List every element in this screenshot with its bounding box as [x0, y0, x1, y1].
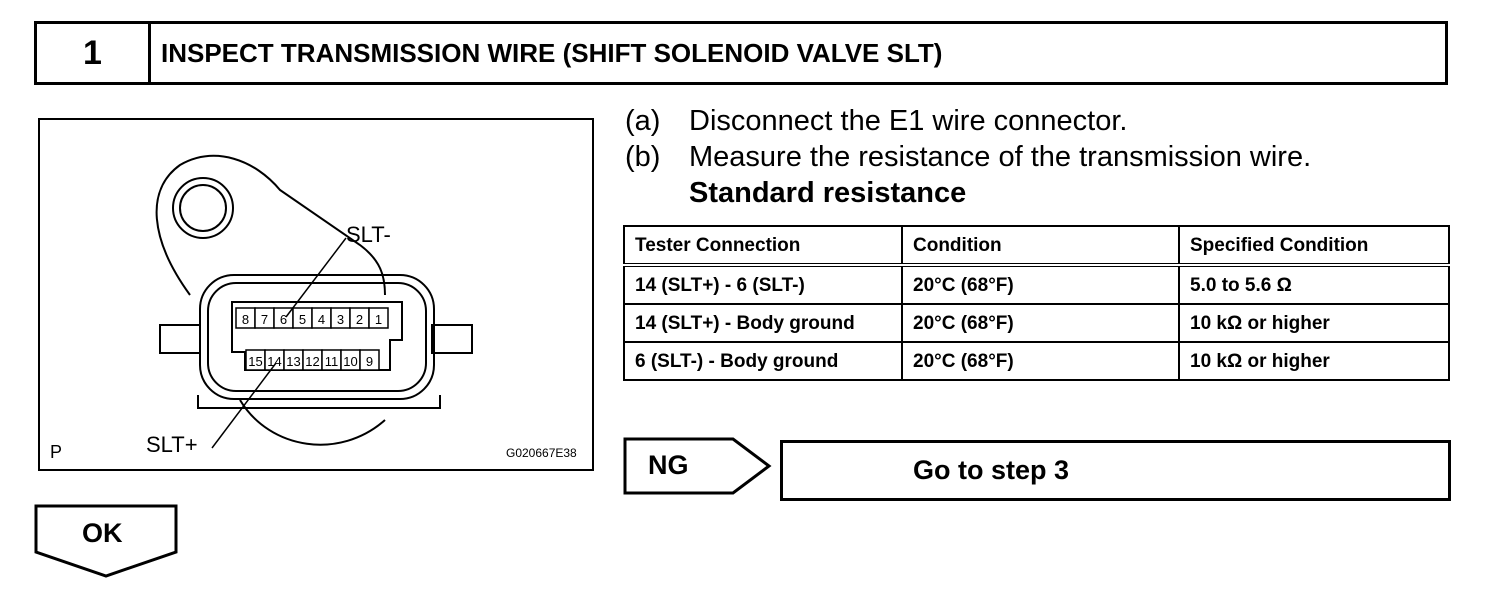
table-cell: 20°C (68°F): [901, 341, 1180, 381]
table-header: Tester Connection: [623, 225, 903, 267]
table-header: Specified Condition: [1178, 225, 1450, 267]
standard-resistance-label: Standard resistance: [689, 177, 967, 209]
ng-arrow-shape: [623, 437, 772, 495]
table-cell: 10 kΩ or higher: [1178, 341, 1450, 381]
slt-minus-leader: [285, 237, 347, 318]
pin-number: 12: [305, 354, 319, 369]
table-header-row: Tester Connection Condition Specified Co…: [623, 225, 1450, 267]
ok-label: OK: [82, 518, 123, 548]
pin-number: 6: [280, 312, 287, 327]
instruction-b: (b) Measure the resistance of the transm…: [625, 139, 1445, 175]
step-number: 1: [37, 24, 151, 82]
table-row: 6 (SLT-) - Body ground 20°C (68°F) 10 kΩ…: [623, 341, 1450, 381]
instruction-a-letter: (a): [625, 105, 661, 137]
table-header: Condition: [901, 225, 1180, 267]
goto-step-text: Go to step 3: [913, 455, 1070, 485]
bottom-row-pins: 15 14 13 12 11 10 9: [245, 349, 380, 371]
table-row: 14 (SLT+) - Body ground 20°C (68°F) 10 k…: [623, 303, 1450, 343]
goto-step-box: Go to step 3: [780, 440, 1451, 501]
table-cell: 5.0 to 5.6 Ω: [1178, 264, 1450, 305]
pin-number: 13: [286, 354, 300, 369]
ng-label: NG: [648, 450, 689, 480]
pin-number: 10: [343, 354, 357, 369]
pin-number: 3: [337, 312, 344, 327]
pin-number: 8: [242, 312, 249, 327]
slt-plus-label: SLT+: [146, 432, 198, 457]
pin-number: 11: [325, 354, 339, 369]
instruction-a-text: Disconnect the E1 wire connector.: [689, 105, 1128, 137]
figure-corner-label: P: [50, 442, 63, 462]
instruction-a: (a) Disconnect the E1 wire connector.: [625, 103, 1445, 139]
pin-number: 2: [356, 312, 363, 327]
pin-number: 14: [267, 354, 281, 369]
pin-number: 4: [318, 312, 325, 327]
table-cell: 14 (SLT+) - 6 (SLT-): [623, 264, 903, 305]
ok-arrow-shape: [34, 504, 178, 578]
figure-code: G020667E38: [506, 446, 577, 460]
resistance-table: Tester Connection Condition Specified Co…: [623, 225, 1450, 381]
step-title: INSPECT TRANSMISSION WIRE (SHIFT SOLENOI…: [161, 37, 943, 68]
instruction-b-text: Measure the resistance of the transmissi…: [689, 141, 1312, 173]
table-cell: 20°C (68°F): [901, 303, 1180, 343]
slt-plus-leader: [211, 362, 277, 449]
pin-number: 15: [248, 354, 262, 369]
table-cell: 14 (SLT+) - Body ground: [623, 303, 903, 343]
table-row: 14 (SLT+) - 6 (SLT-) 20°C (68°F) 5.0 to …: [623, 264, 1450, 305]
pin-number: 7: [261, 312, 268, 327]
table-cell: 20°C (68°F): [901, 264, 1180, 305]
step-header: 1 INSPECT TRANSMISSION WIRE (SHIFT SOLEN…: [34, 21, 1448, 85]
table-cell: 6 (SLT-) - Body ground: [623, 341, 903, 381]
pin-number: 9: [366, 354, 373, 369]
pin-cell: [359, 349, 380, 371]
table-cell: 10 kΩ or higher: [1178, 303, 1450, 343]
pin-number: 5: [299, 312, 306, 327]
slt-minus-label: SLT-: [346, 222, 391, 247]
instruction-b-letter: (b): [625, 141, 661, 173]
pin-number: 1: [375, 312, 382, 327]
instruction-list: (a) Disconnect the E1 wire connector. (b…: [625, 103, 1445, 211]
pin-cell: [368, 307, 389, 329]
